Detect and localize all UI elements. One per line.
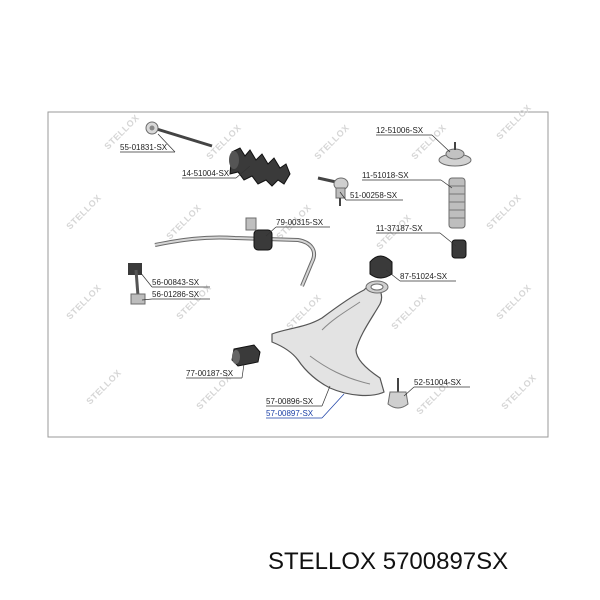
part-label-52-51004-SX[interactable]: 52-51004-SX bbox=[414, 378, 462, 387]
part-label-11-51018-SX[interactable]: 11-51018-SX bbox=[362, 171, 409, 180]
part-label-87-51024-SX[interactable]: 87-51024-SX bbox=[400, 272, 448, 281]
part-label-12-51006-SX[interactable]: 12-51006-SX bbox=[376, 126, 424, 135]
part-label-56-00843-SX[interactable]: 56-00843-SX bbox=[152, 278, 200, 287]
ball-joint-drawing bbox=[387, 378, 409, 409]
part-label-57-00896-SX[interactable]: 57-00896-SX bbox=[266, 397, 314, 406]
part-label-11-37187-SX[interactable]: 11-37187-SX bbox=[376, 224, 423, 233]
shock-boot-drawing bbox=[448, 177, 466, 229]
part-label-14-51004-SX[interactable]: 14-51004-SX bbox=[182, 169, 230, 178]
stabilizer-bar-drawing bbox=[154, 217, 317, 287]
front-arm-bushing-drawing bbox=[231, 344, 261, 367]
part-label-57-00897-SX-selected[interactable]: 57-00897-SX bbox=[266, 409, 314, 418]
part-label-51-00258-SX[interactable]: 51-00258-SX bbox=[350, 191, 398, 200]
brand-name: STELLOX bbox=[268, 548, 377, 575]
leader-lines bbox=[120, 133, 470, 419]
part-number: 5700897SX bbox=[382, 548, 509, 575]
part-labels: 55-01831-SX 14-51004-SX 51-00258-SX 12-5… bbox=[120, 126, 462, 418]
bump-stop-drawing bbox=[451, 239, 467, 259]
product-title: STELLOX 5700897SX bbox=[268, 548, 508, 576]
part-label-56-01286-SX[interactable]: 56-01286-SX bbox=[152, 290, 200, 299]
control-arm-drawing bbox=[271, 280, 389, 397]
part-label-79-00315-SX[interactable]: 79-00315-SX bbox=[276, 218, 324, 227]
part-label-77-00187-SX[interactable]: 77-00187-SX bbox=[186, 369, 234, 378]
stabilizer-link-drawing bbox=[128, 263, 146, 305]
strut-mount-drawing bbox=[438, 142, 472, 167]
rear-arm-bushing-drawing bbox=[369, 255, 393, 279]
part-label-55-01831-SX[interactable]: 55-01831-SX bbox=[120, 143, 168, 152]
inner-tie-rod-drawing bbox=[145, 121, 213, 148]
steering-boot-drawing bbox=[229, 147, 291, 187]
diagram-frame bbox=[47, 111, 549, 438]
